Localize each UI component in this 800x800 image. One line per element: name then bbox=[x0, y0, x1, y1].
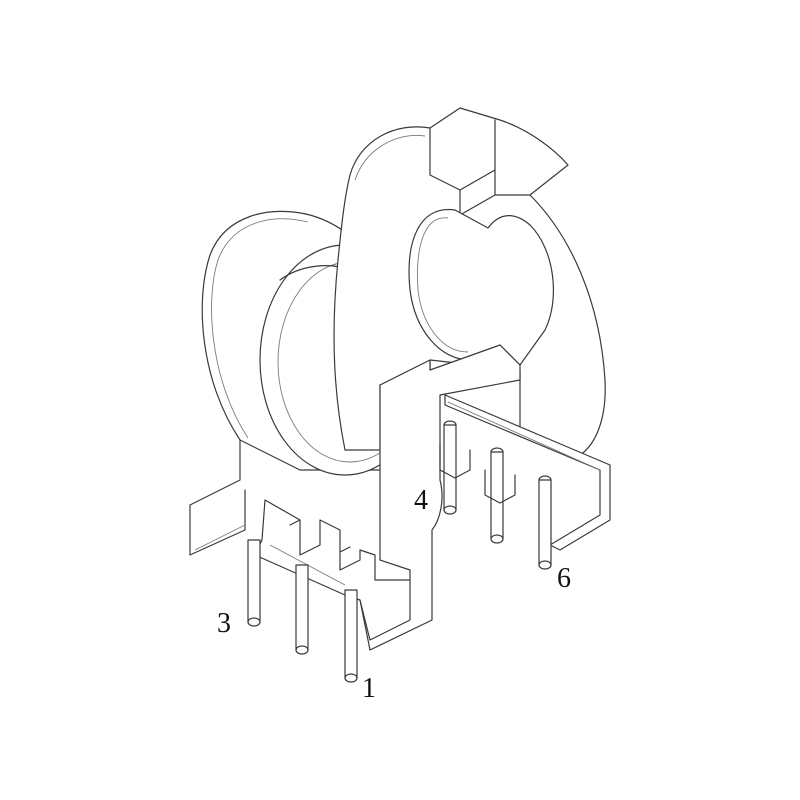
pin-label-1: 1 bbox=[362, 673, 376, 704]
pin-label-6: 6 bbox=[557, 563, 571, 594]
pins bbox=[247, 420, 552, 683]
pin-label-4: 4 bbox=[414, 485, 428, 516]
pin-label-3: 3 bbox=[217, 608, 231, 639]
front-flange bbox=[333, 107, 606, 456]
